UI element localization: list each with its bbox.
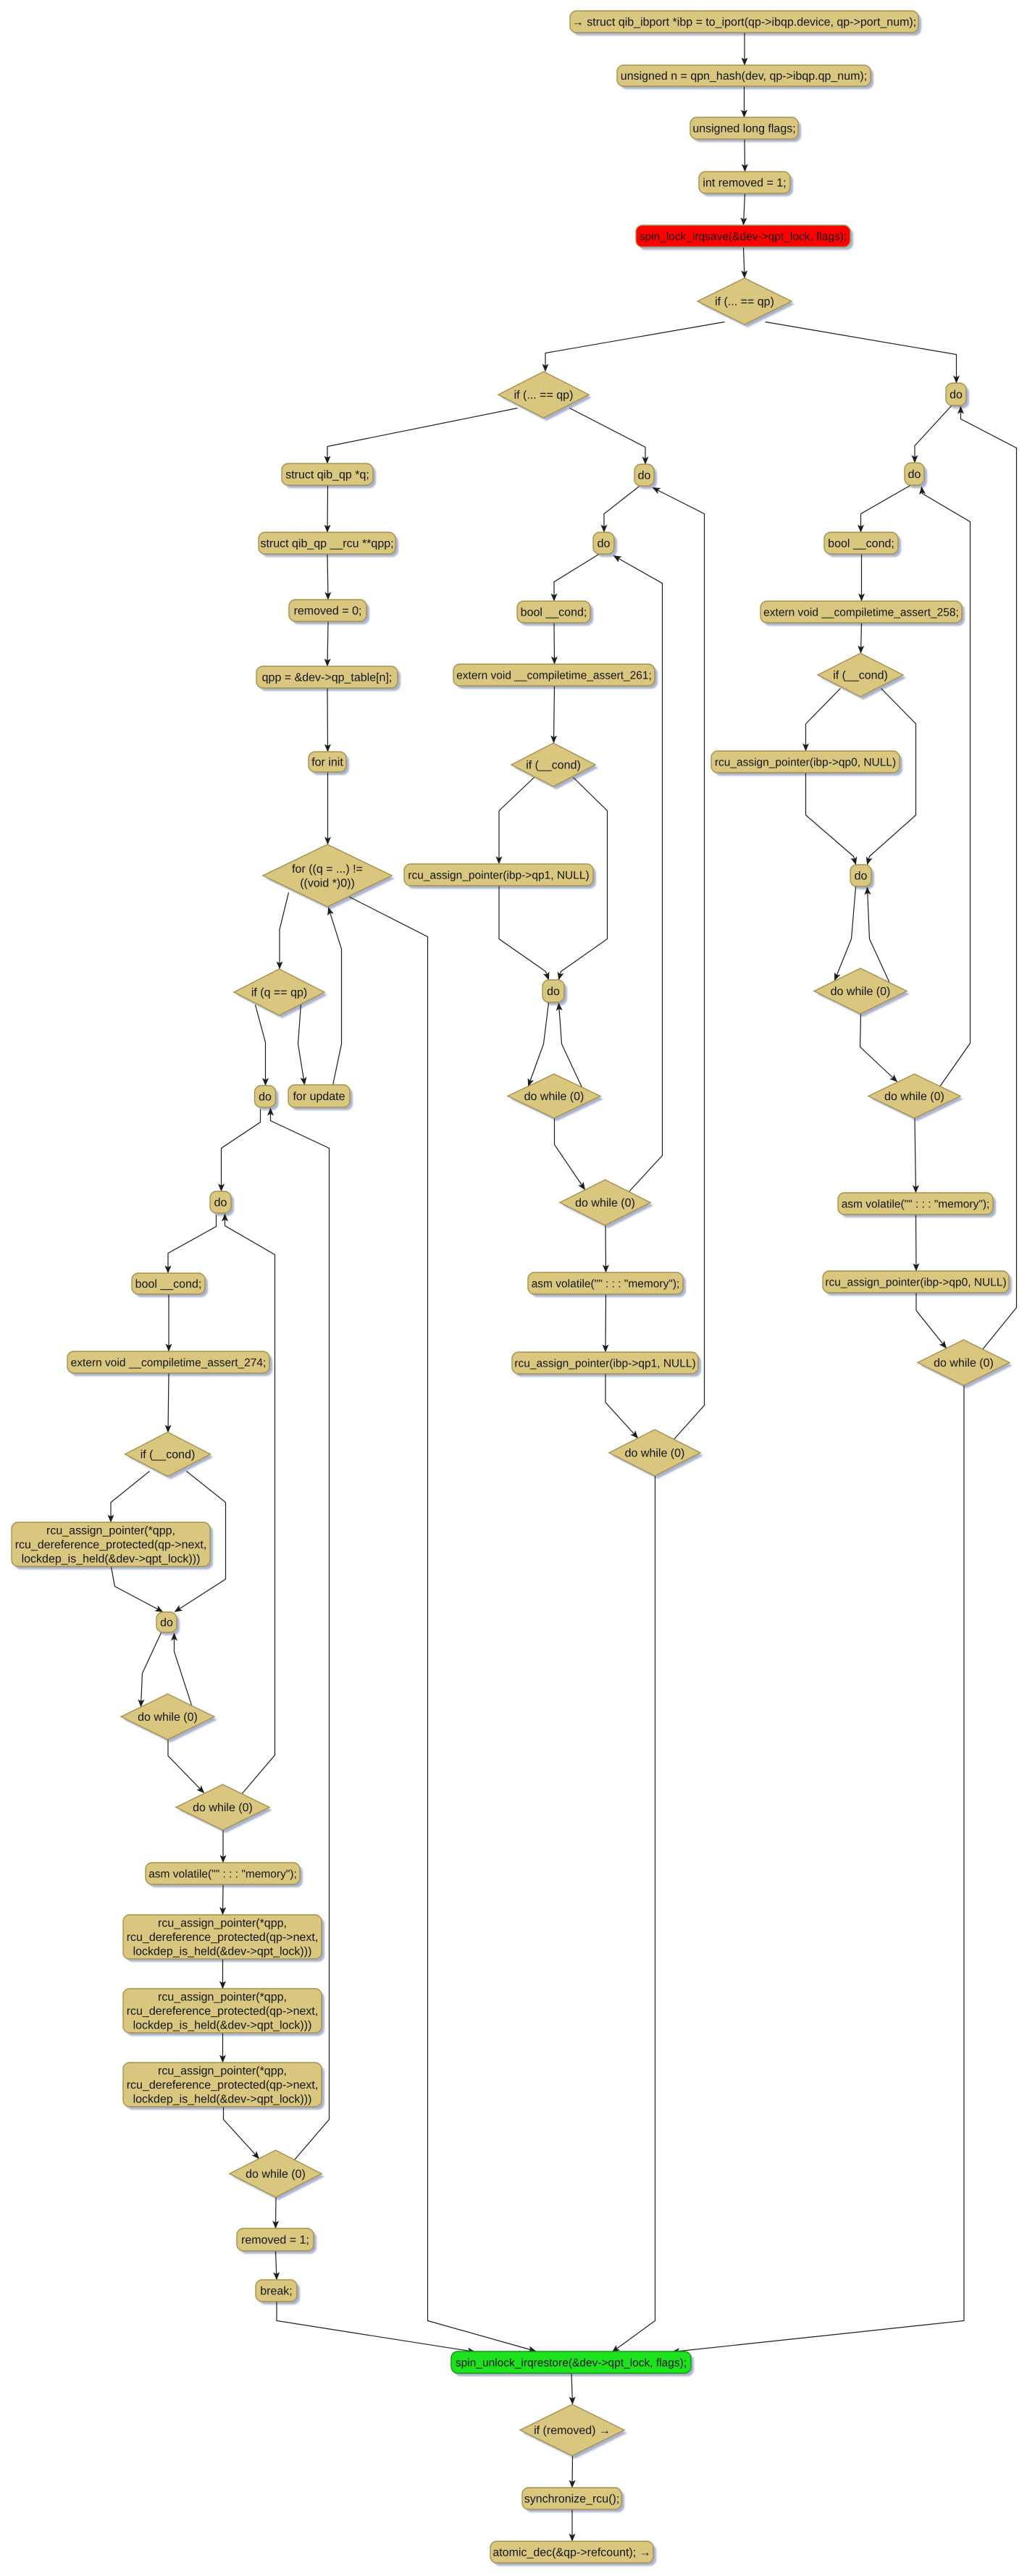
- svg-text:bool __cond;: bool __cond;: [521, 607, 587, 619]
- svg-text:do: do: [598, 538, 611, 550]
- svg-text:rcu_assign_pointer(ibp->qp0, N: rcu_assign_pointer(ibp->qp0, NULL): [715, 757, 896, 769]
- svg-text:lockdep_is_held(&dev->qpt_lock: lockdep_is_held(&dev->qpt_lock))): [133, 1946, 312, 1958]
- svg-text:lockdep_is_held(&dev->qpt_lock: lockdep_is_held(&dev->qpt_lock))): [133, 2020, 312, 2032]
- svg-text:bool __cond;: bool __cond;: [828, 538, 894, 550]
- svg-text:unsigned n = qpn_hash(dev, qp-: unsigned n = qpn_hash(dev, qp->ibqp.qp_n…: [621, 70, 867, 83]
- svg-text:bool __cond;: bool __cond;: [135, 1278, 202, 1291]
- svg-text:do while (0): do while (0): [524, 1091, 584, 1103]
- svg-text:asm volatile("" : : : "memory": asm volatile("" : : : "memory");: [842, 1199, 990, 1211]
- svg-text:do while (0): do while (0): [575, 1197, 635, 1209]
- svg-text:unsigned long flags;: unsigned long flags;: [692, 123, 795, 135]
- svg-text:extern void __compiletime_asse: extern void __compiletime_assert_258;: [763, 607, 959, 619]
- svg-text:if (__cond): if (__cond): [526, 760, 581, 772]
- svg-text:qpp = &dev->qp_table[n];: qpp = &dev->qp_table[n];: [262, 672, 393, 684]
- svg-text:synchronize_rcu();: synchronize_rcu();: [524, 2493, 620, 2506]
- svg-text:rcu_dereference_protected(qp->: rcu_dereference_protected(qp->next,: [15, 1539, 207, 1551]
- svg-text:if (__cond): if (__cond): [833, 670, 888, 682]
- svg-text:do: do: [908, 469, 921, 481]
- svg-text:do: do: [855, 870, 868, 883]
- svg-text:removed = 1;: removed = 1;: [241, 2234, 309, 2246]
- svg-text:if (... == qp): if (... == qp): [514, 390, 574, 402]
- svg-text:spin_unlock_irqrestore(&dev->q: spin_unlock_irqrestore(&dev->qpt_lock, f…: [456, 2357, 687, 2370]
- svg-text:rcu_assign_pointer(ibp->qp1, N: rcu_assign_pointer(ibp->qp1, NULL): [408, 870, 589, 882]
- svg-text:struct qib_qp *q;: struct qib_qp *q;: [285, 469, 369, 482]
- svg-text:→ struct qib_ibport *ibp = to_: → struct qib_ibport *ibp = to_iport(qp->…: [572, 17, 916, 29]
- svg-text:atomic_dec(&qp->refcount); →: atomic_dec(&qp->refcount); →: [492, 2547, 650, 2559]
- svg-text:rcu_dereference_protected(qp->: rcu_dereference_protected(qp->next,: [127, 2079, 319, 2092]
- svg-text:int removed = 1;: int removed = 1;: [703, 177, 786, 190]
- svg-text:do: do: [259, 1091, 272, 1104]
- svg-text:if (__cond): if (__cond): [141, 1449, 196, 1461]
- svg-text:asm volatile("" : : : "memory": asm volatile("" : : : "memory");: [148, 1868, 297, 1881]
- svg-text:asm volatile("" : : : "memory": asm volatile("" : : : "memory");: [532, 1278, 680, 1291]
- svg-text:do: do: [950, 389, 963, 401]
- svg-text:do: do: [214, 1197, 227, 1209]
- svg-text:do while (0): do while (0): [831, 986, 891, 998]
- svg-text:rcu_assign_pointer(*qpp,: rcu_assign_pointer(*qpp,: [158, 2065, 287, 2078]
- svg-text:for ((q = ...) !=: for ((q = ...) !=: [292, 863, 363, 876]
- svg-text:do: do: [638, 470, 651, 482]
- svg-text:rcu_dereference_protected(qp->: rcu_dereference_protected(qp->next,: [127, 1931, 319, 1944]
- svg-text:rcu_dereference_protected(qp->: rcu_dereference_protected(qp->next,: [127, 2005, 319, 2018]
- svg-text:extern void __compiletime_asse: extern void __compiletime_assert_274;: [71, 1357, 267, 1369]
- svg-text:extern void __compiletime_asse: extern void __compiletime_assert_261;: [456, 670, 652, 682]
- svg-text:if (removed) →: if (removed) →: [534, 2425, 611, 2437]
- svg-text:rcu_assign_pointer(ibp->qp1, N: rcu_assign_pointer(ibp->qp1, NULL): [514, 1358, 695, 1370]
- svg-text:removed = 0;: removed = 0;: [294, 605, 362, 618]
- svg-text:rcu_assign_pointer(*qpp,: rcu_assign_pointer(*qpp,: [158, 1918, 287, 1930]
- svg-text:rcu_assign_pointer(*qpp,: rcu_assign_pointer(*qpp,: [46, 1525, 175, 1537]
- svg-text:for update: for update: [293, 1091, 345, 1103]
- svg-text:break;: break;: [260, 2286, 292, 2298]
- svg-text:do while (0): do while (0): [625, 1448, 685, 1460]
- svg-text:if (q == qp): if (q == qp): [251, 987, 307, 999]
- svg-text:lockdep_is_held(&dev->qpt_lock: lockdep_is_held(&dev->qpt_lock))): [133, 2094, 312, 2106]
- svg-text:do: do: [547, 986, 560, 998]
- svg-text:do while (0): do while (0): [934, 1357, 994, 1369]
- svg-text:rcu_assign_pointer(ibp->qp0, N: rcu_assign_pointer(ibp->qp0, NULL): [825, 1277, 1006, 1289]
- svg-text:rcu_assign_pointer(*qpp,: rcu_assign_pointer(*qpp,: [158, 1992, 287, 2004]
- svg-text:do while (0): do while (0): [138, 1711, 198, 1724]
- svg-text:for init: for init: [311, 757, 343, 769]
- svg-text:lockdep_is_held(&dev->qpt_lock: lockdep_is_held(&dev->qpt_lock))): [22, 1553, 201, 1566]
- svg-text:struct qib_qp __rcu **qpp;: struct qib_qp __rcu **qpp;: [260, 538, 393, 550]
- svg-text:if (... == qp): if (... == qp): [715, 296, 774, 309]
- svg-text:do while (0): do while (0): [193, 1802, 253, 1814]
- svg-text:spin_lock_irqsave(&dev->qpt_lo: spin_lock_irqsave(&dev->qpt_lock, flags)…: [640, 231, 847, 243]
- svg-text:do: do: [160, 1617, 173, 1629]
- svg-text:do while (0): do while (0): [246, 2168, 306, 2181]
- svg-text:((void *)0)): ((void *)0)): [300, 877, 355, 889]
- svg-text:do while (0): do while (0): [884, 1091, 944, 1103]
